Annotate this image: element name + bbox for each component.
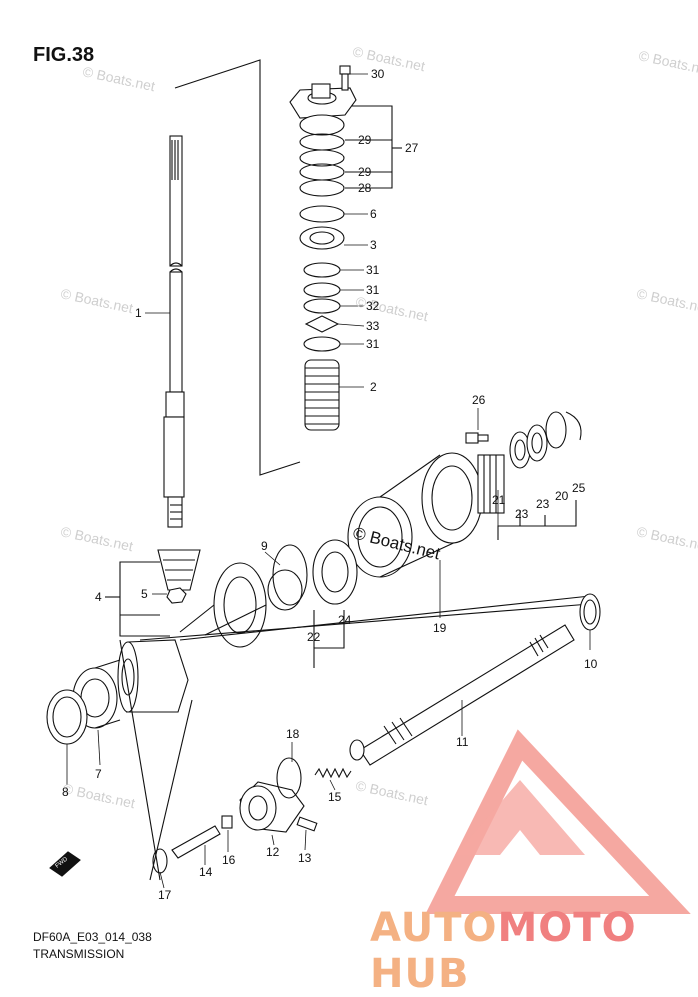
- bearing-housing: [289, 83, 357, 136]
- callout: 4: [95, 590, 102, 604]
- callout: 3: [370, 238, 377, 252]
- callout: 32: [366, 299, 380, 313]
- drive-shaft: [163, 135, 185, 528]
- brand-wordmark: AUTOMOTO HUB: [370, 905, 698, 997]
- clutch-dog: [239, 757, 305, 833]
- bracket-line-27: [345, 105, 393, 189]
- brand-part-auto: AUTO: [370, 905, 498, 951]
- forward-gear: [179, 562, 267, 648]
- bushing-2: [304, 359, 340, 431]
- brand-logo: [425, 729, 691, 914]
- callout: 10: [584, 657, 598, 671]
- callout: 30: [371, 67, 385, 81]
- callout: 1: [135, 306, 142, 320]
- watermark: © Boats.net: [59, 523, 134, 554]
- watermark: © Boats.net: [61, 780, 136, 811]
- callout: 31: [366, 263, 380, 277]
- callout: 23: [515, 507, 529, 521]
- callout: 8: [62, 785, 69, 799]
- callout: 14: [199, 865, 213, 879]
- watermark: © Boats.net: [59, 285, 134, 316]
- callout: 31: [366, 337, 380, 351]
- callout: 27: [405, 141, 419, 155]
- bolt-30: [339, 65, 351, 91]
- push-rod-14: [171, 815, 233, 859]
- callout: 22: [307, 630, 321, 644]
- brand-part-hub: HUB: [370, 951, 470, 997]
- callout: 29: [358, 165, 372, 179]
- propeller-shaft: [349, 624, 575, 766]
- shim-8: [46, 689, 88, 745]
- figure-code: DF60A_E03_014_038: [33, 930, 152, 944]
- bearing-rings-right: [509, 411, 582, 469]
- callout: 16: [222, 853, 236, 867]
- watermark: © Boats.net: [354, 777, 429, 808]
- callout: 26: [472, 393, 486, 407]
- callout: 17: [158, 888, 172, 902]
- shaft-housing: [347, 452, 505, 578]
- callout: 33: [366, 319, 380, 333]
- callout: 29: [358, 133, 372, 147]
- watermark: © Boats.net: [81, 63, 156, 94]
- watermark: © Boats.net: [351, 43, 426, 74]
- callout: 7: [95, 767, 102, 781]
- callout: 28: [358, 181, 372, 195]
- bearing-24: [267, 539, 358, 611]
- watermark: © Boats.net: [635, 285, 698, 316]
- nut-5: [166, 587, 187, 604]
- watermark: © Boats.net: [637, 47, 698, 78]
- callout: 2: [370, 380, 377, 394]
- callout: 11: [456, 735, 469, 749]
- callout: 6: [370, 207, 377, 221]
- bracket-line-shaft: [174, 59, 301, 476]
- callout: 23: [536, 497, 550, 511]
- callout: 12: [266, 845, 280, 859]
- callout: 25: [572, 481, 586, 495]
- fwd-arrow-icon: [49, 851, 81, 877]
- callout: 5: [141, 587, 148, 601]
- bolt-26: [465, 432, 489, 444]
- brand-part-moto: MOTO: [497, 905, 637, 951]
- figure-name: TRANSMISSION: [33, 947, 125, 961]
- reverse-gear: [117, 639, 189, 713]
- callout: 15: [328, 790, 342, 804]
- watermark: © Boats.net: [635, 523, 698, 554]
- spring-15: [314, 767, 352, 779]
- callout: 18: [286, 727, 300, 741]
- callout: 21: [492, 493, 506, 507]
- shim-10: [579, 593, 601, 631]
- callout: 13: [298, 851, 312, 865]
- callout: 19: [433, 621, 447, 635]
- pin-13: [296, 816, 318, 832]
- leader-lines: [66, 73, 591, 889]
- figure-title: FIG.38: [33, 44, 95, 66]
- callout: 9: [261, 539, 268, 553]
- callout: 20: [555, 489, 569, 503]
- callout: 31: [366, 283, 380, 297]
- ring-17: [152, 848, 168, 874]
- callout: 24: [338, 613, 352, 627]
- ring-stack: [299, 133, 345, 352]
